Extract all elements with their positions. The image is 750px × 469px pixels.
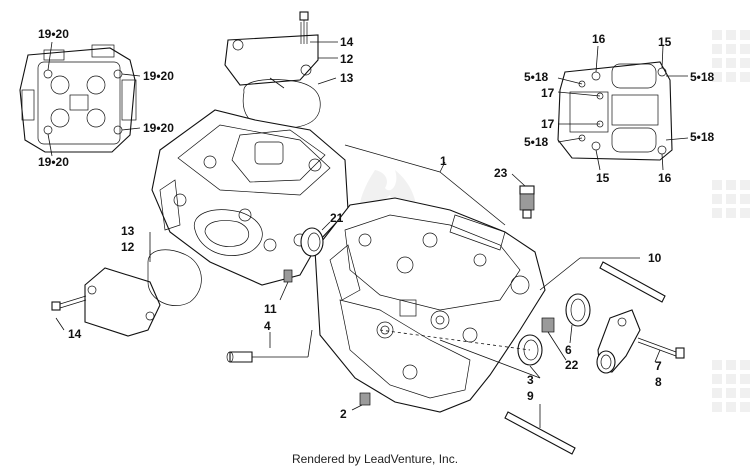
callout-22: 22 xyxy=(565,358,579,372)
callout-14-left: 14 xyxy=(68,327,82,341)
callout-19-20-right-lower: 19•20 xyxy=(143,121,174,135)
callout-15-bottom: 15 xyxy=(596,171,610,185)
callout-13-left: 13 xyxy=(121,224,135,238)
callout-7: 7 xyxy=(655,359,662,373)
callout-12-left: 12 xyxy=(121,240,135,254)
bolt-7 xyxy=(637,337,685,363)
callout-8: 8 xyxy=(655,375,662,389)
callout-9: 9 xyxy=(527,389,534,403)
render-credit: Rendered by LeadVenture, Inc. xyxy=(291,452,459,466)
cylinder-head-rear xyxy=(151,109,349,286)
plug-11 xyxy=(279,269,293,301)
callout-19-20-top-left: 19•20 xyxy=(38,27,69,41)
stud-10 xyxy=(539,257,666,303)
dowel-4 xyxy=(226,329,313,363)
callout-17-b: 17 xyxy=(541,117,555,131)
callout-19-20-right-upper: 19•20 xyxy=(143,69,174,83)
inset-head-top-view xyxy=(19,41,141,157)
callout-3: 3 xyxy=(527,373,534,387)
callout-10: 10 xyxy=(648,251,662,265)
stud-9 xyxy=(504,404,576,455)
callout-6: 6 xyxy=(565,343,572,357)
callout-5-18-a: 5•18 xyxy=(524,70,549,84)
thermostat-housing xyxy=(596,309,641,374)
callout-16-bottom: 16 xyxy=(658,171,672,185)
dowel-2 xyxy=(351,392,371,411)
callout-1: 1 xyxy=(440,154,447,168)
bolt-14-left xyxy=(51,295,87,311)
callout-5-18-b: 5•18 xyxy=(690,70,715,84)
inset-cam-carrier xyxy=(557,45,689,171)
side-cover-left xyxy=(84,267,161,337)
callout-17-a: 17 xyxy=(541,86,555,100)
watermark-logo xyxy=(358,170,417,260)
sleeve-22 xyxy=(541,317,567,361)
gasket-13-left xyxy=(147,249,202,306)
seal-21 xyxy=(300,221,331,257)
callout-23: 23 xyxy=(494,166,508,180)
alignment-line xyxy=(379,329,531,351)
callout-4: 4 xyxy=(264,319,271,333)
watermark-grid xyxy=(712,30,750,412)
callout-21: 21 xyxy=(330,211,344,225)
callout-16-top: 16 xyxy=(592,32,606,46)
sensor-23 xyxy=(511,173,535,219)
callout-14-top: 14 xyxy=(340,35,354,49)
callout-15-top: 15 xyxy=(658,35,672,49)
bolt-14-top xyxy=(299,11,338,44)
callout-2: 2 xyxy=(340,407,347,421)
callout-11: 11 xyxy=(264,302,277,316)
cylinder-head-front xyxy=(314,197,546,413)
callout-19-20-bottom-left: 19•20 xyxy=(38,155,69,169)
valve-cover-top xyxy=(224,34,319,89)
callout-13-top: 13 xyxy=(340,71,354,85)
callout-5-18-d: 5•18 xyxy=(690,130,715,144)
callout-5-18-c: 5•18 xyxy=(524,135,549,149)
o-ring-6 xyxy=(565,293,591,344)
callout-12-top: 12 xyxy=(340,52,354,66)
